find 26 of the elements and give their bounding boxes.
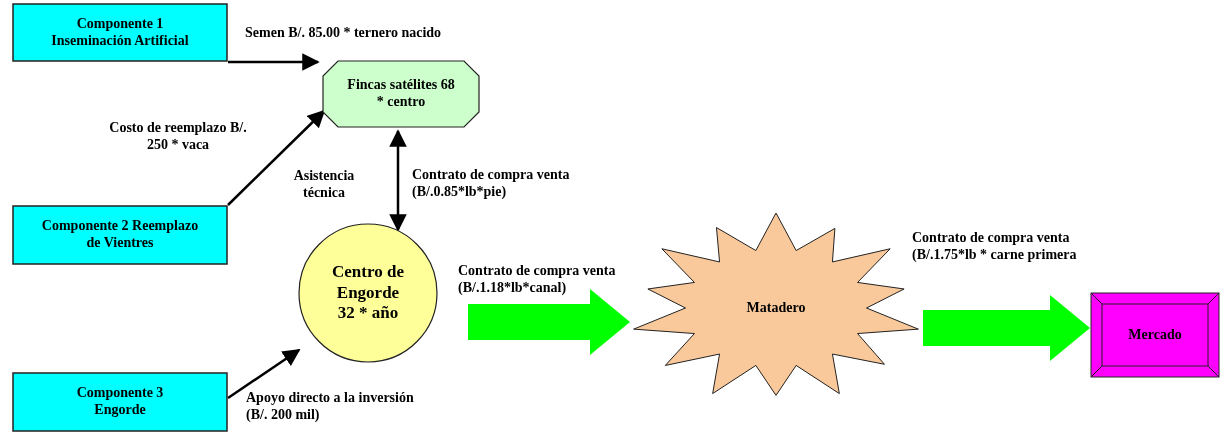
market-bevel-box [1090, 292, 1220, 378]
node-label: Fincas satélites 68 * centro [346, 77, 456, 111]
block-arrow [468, 289, 630, 355]
node-label: Componente 2 Reemplazo de Vientres [40, 218, 200, 252]
arrow [227, 348, 301, 400]
center-circle [298, 223, 438, 363]
edge-label: Apoyo directo a la inversión (B/. 200 mil) [246, 390, 415, 424]
component-box [12, 3, 228, 62]
arrow [389, 129, 407, 232]
component-box [12, 372, 228, 432]
block-arrow [923, 295, 1090, 361]
note-label: Asistencia técnica [292, 168, 356, 202]
node-label: Centro de Engorde 32 * año [331, 262, 405, 324]
arrow [227, 109, 326, 206]
farm-octagon [322, 60, 480, 128]
node-label: Matadero [746, 299, 806, 317]
node-label: Componente 3 Engorde [75, 385, 165, 419]
edge-label: Contrato de compra venta (B/.0.85*lb*pie) [412, 167, 571, 201]
arrow [228, 53, 320, 71]
edge-label: Costo de reemplazo B/. 250 * vaca [108, 120, 248, 154]
edge-label: Contrato de compra venta (B/.1.75*lb * carne primera [912, 230, 1078, 264]
node-label: Componente 1 Inseminación Artificial [50, 15, 190, 50]
edge-label: Contrato de compra venta (B/.1.18*lb*canal) [458, 263, 617, 297]
component-box [12, 205, 228, 265]
node-label: Mercado [1128, 326, 1182, 344]
edge-label: Semen B/. 85.00 * ternero nacido [245, 25, 443, 42]
